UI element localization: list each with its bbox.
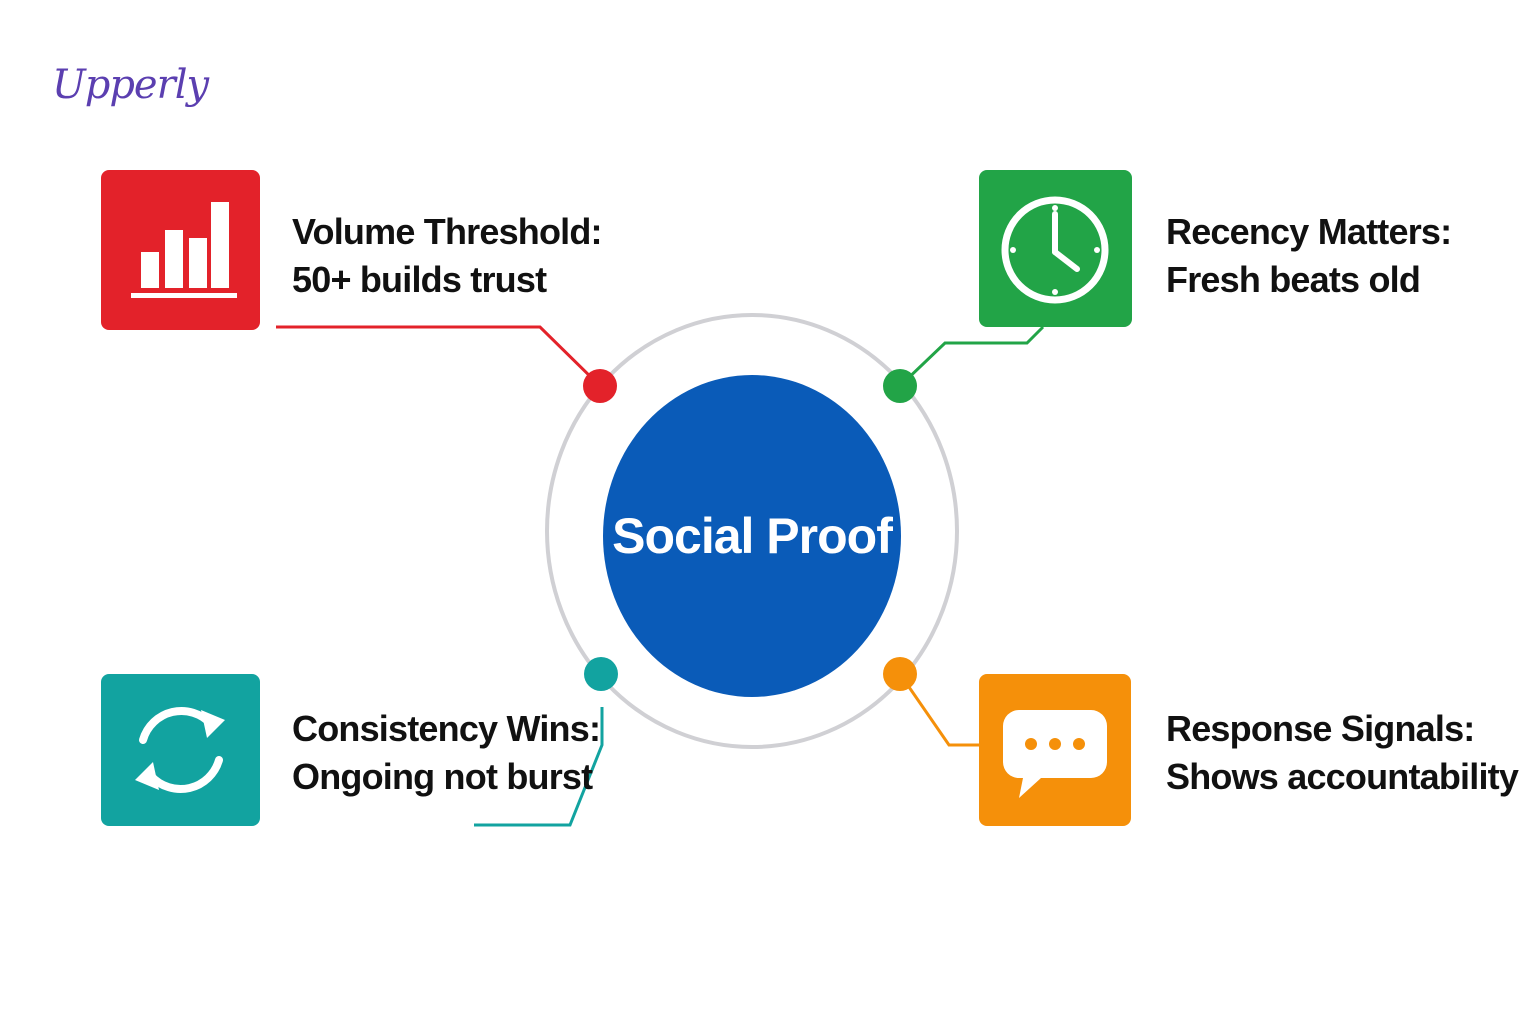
recency-label: Recency Matters: Fresh beats old: [1166, 208, 1452, 304]
recency-detail: Fresh beats old: [1166, 259, 1421, 300]
node-response: [883, 657, 917, 691]
center-circle: Social Proof: [603, 375, 901, 697]
consistency-tile: [101, 674, 260, 826]
connector-recency: [898, 325, 1045, 388]
response-heading: Response Signals:: [1166, 708, 1475, 749]
refresh-icon: [135, 707, 225, 793]
consistency-detail: Ongoing not burst: [292, 756, 593, 797]
chat-bubble-icon: [1003, 710, 1107, 798]
volume-detail: 50+ builds trust: [292, 259, 547, 300]
bar-chart-icon: [131, 202, 237, 298]
connector-consistency: [474, 707, 604, 827]
volume-tile: [101, 170, 260, 330]
clock-icon: [1001, 196, 1109, 304]
center-title: Social Proof: [612, 508, 893, 564]
volume-heading: Volume Threshold:: [292, 211, 603, 252]
connector-response: [898, 673, 979, 747]
consistency-heading: Consistency Wins:: [292, 708, 601, 749]
response-label: Response Signals: Shows accountability: [1166, 705, 1519, 801]
node-volume: [583, 369, 617, 403]
response-detail: Shows accountability: [1166, 756, 1519, 797]
connector-volume: [276, 325, 602, 388]
brand-logo: Upperly: [52, 62, 209, 108]
node-consistency: [584, 657, 618, 691]
node-recency: [883, 369, 917, 403]
response-tile: [979, 674, 1131, 826]
outer-ring: [545, 313, 959, 749]
recency-tile: [979, 170, 1132, 327]
consistency-label: Consistency Wins: Ongoing not burst: [292, 705, 601, 801]
volume-label: Volume Threshold: 50+ builds trust: [292, 208, 603, 304]
recency-heading: Recency Matters:: [1166, 211, 1452, 252]
